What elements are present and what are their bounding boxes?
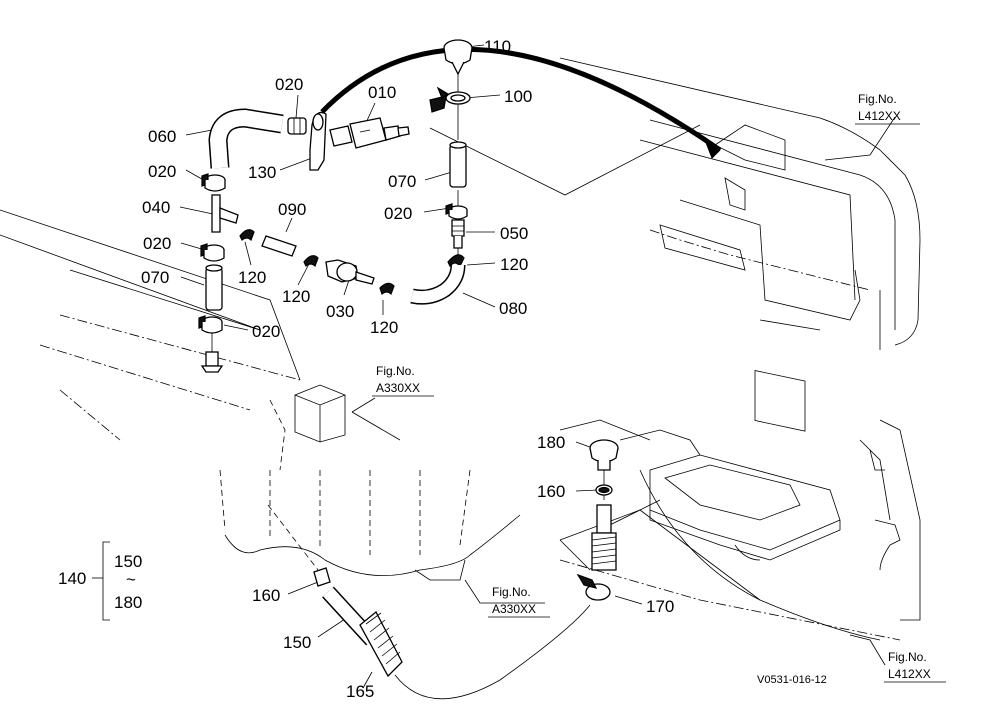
part-label-020: 020 [148,162,176,181]
part-label-160: 160 [537,482,565,501]
part-label-165: 165 [346,682,374,701]
diagram-code: V0531-016-12 [757,674,827,686]
part-label-020: 020 [384,204,412,223]
part-label-040: 040 [142,198,170,217]
part-label-020: 020 [252,322,280,341]
figref-top-right-line2: L412XX [858,109,901,123]
part-label-050: 050 [500,224,528,243]
part-labels: 110 100 020 010 060 130 020 070 040 090 … [58,37,946,701]
part-label-120: 120 [238,268,266,287]
part-label-090: 090 [278,200,306,219]
part-label-030: 030 [326,302,354,321]
part-label-130: 130 [248,163,276,182]
part-label-100: 100 [504,87,532,106]
part-label-010: 010 [368,83,396,102]
group-label-to: 180 [114,593,142,612]
part-label-070: 070 [388,172,416,191]
part-label-150: 150 [283,633,311,652]
part-label-110: 110 [484,37,511,56]
part-label-020: 020 [275,75,303,94]
part-label-020: 020 [143,234,171,253]
figref-lower-mid-line1: Fig.No. [492,585,531,599]
part-label-170: 170 [646,597,674,616]
figref-lower-mid-line2: A330XX [492,602,536,616]
group-label-tilde: ~ [126,570,136,589]
figref-bottom-right-line2: L412XX [888,667,931,681]
leader-lines [92,44,896,700]
part-label-060: 060 [148,127,176,146]
part-label-120: 120 [282,287,310,306]
figref-mid-line2: A330XX [376,381,420,395]
figref-mid-line1: Fig.No. [376,364,415,378]
group-label-from: 150 [114,552,142,571]
part-label-160: 160 [252,586,280,605]
part-label-080: 080 [499,299,527,318]
part-label-120: 120 [500,255,528,274]
washer-system-parts [198,39,619,678]
part-label-070: 070 [141,268,169,287]
group-label-140: 140 [58,569,86,588]
part-label-120: 120 [370,318,398,337]
part-label-180: 180 [537,433,565,452]
figref-top-right-line1: Fig.No. [858,92,897,106]
figref-bottom-right-line1: Fig.No. [888,650,927,664]
